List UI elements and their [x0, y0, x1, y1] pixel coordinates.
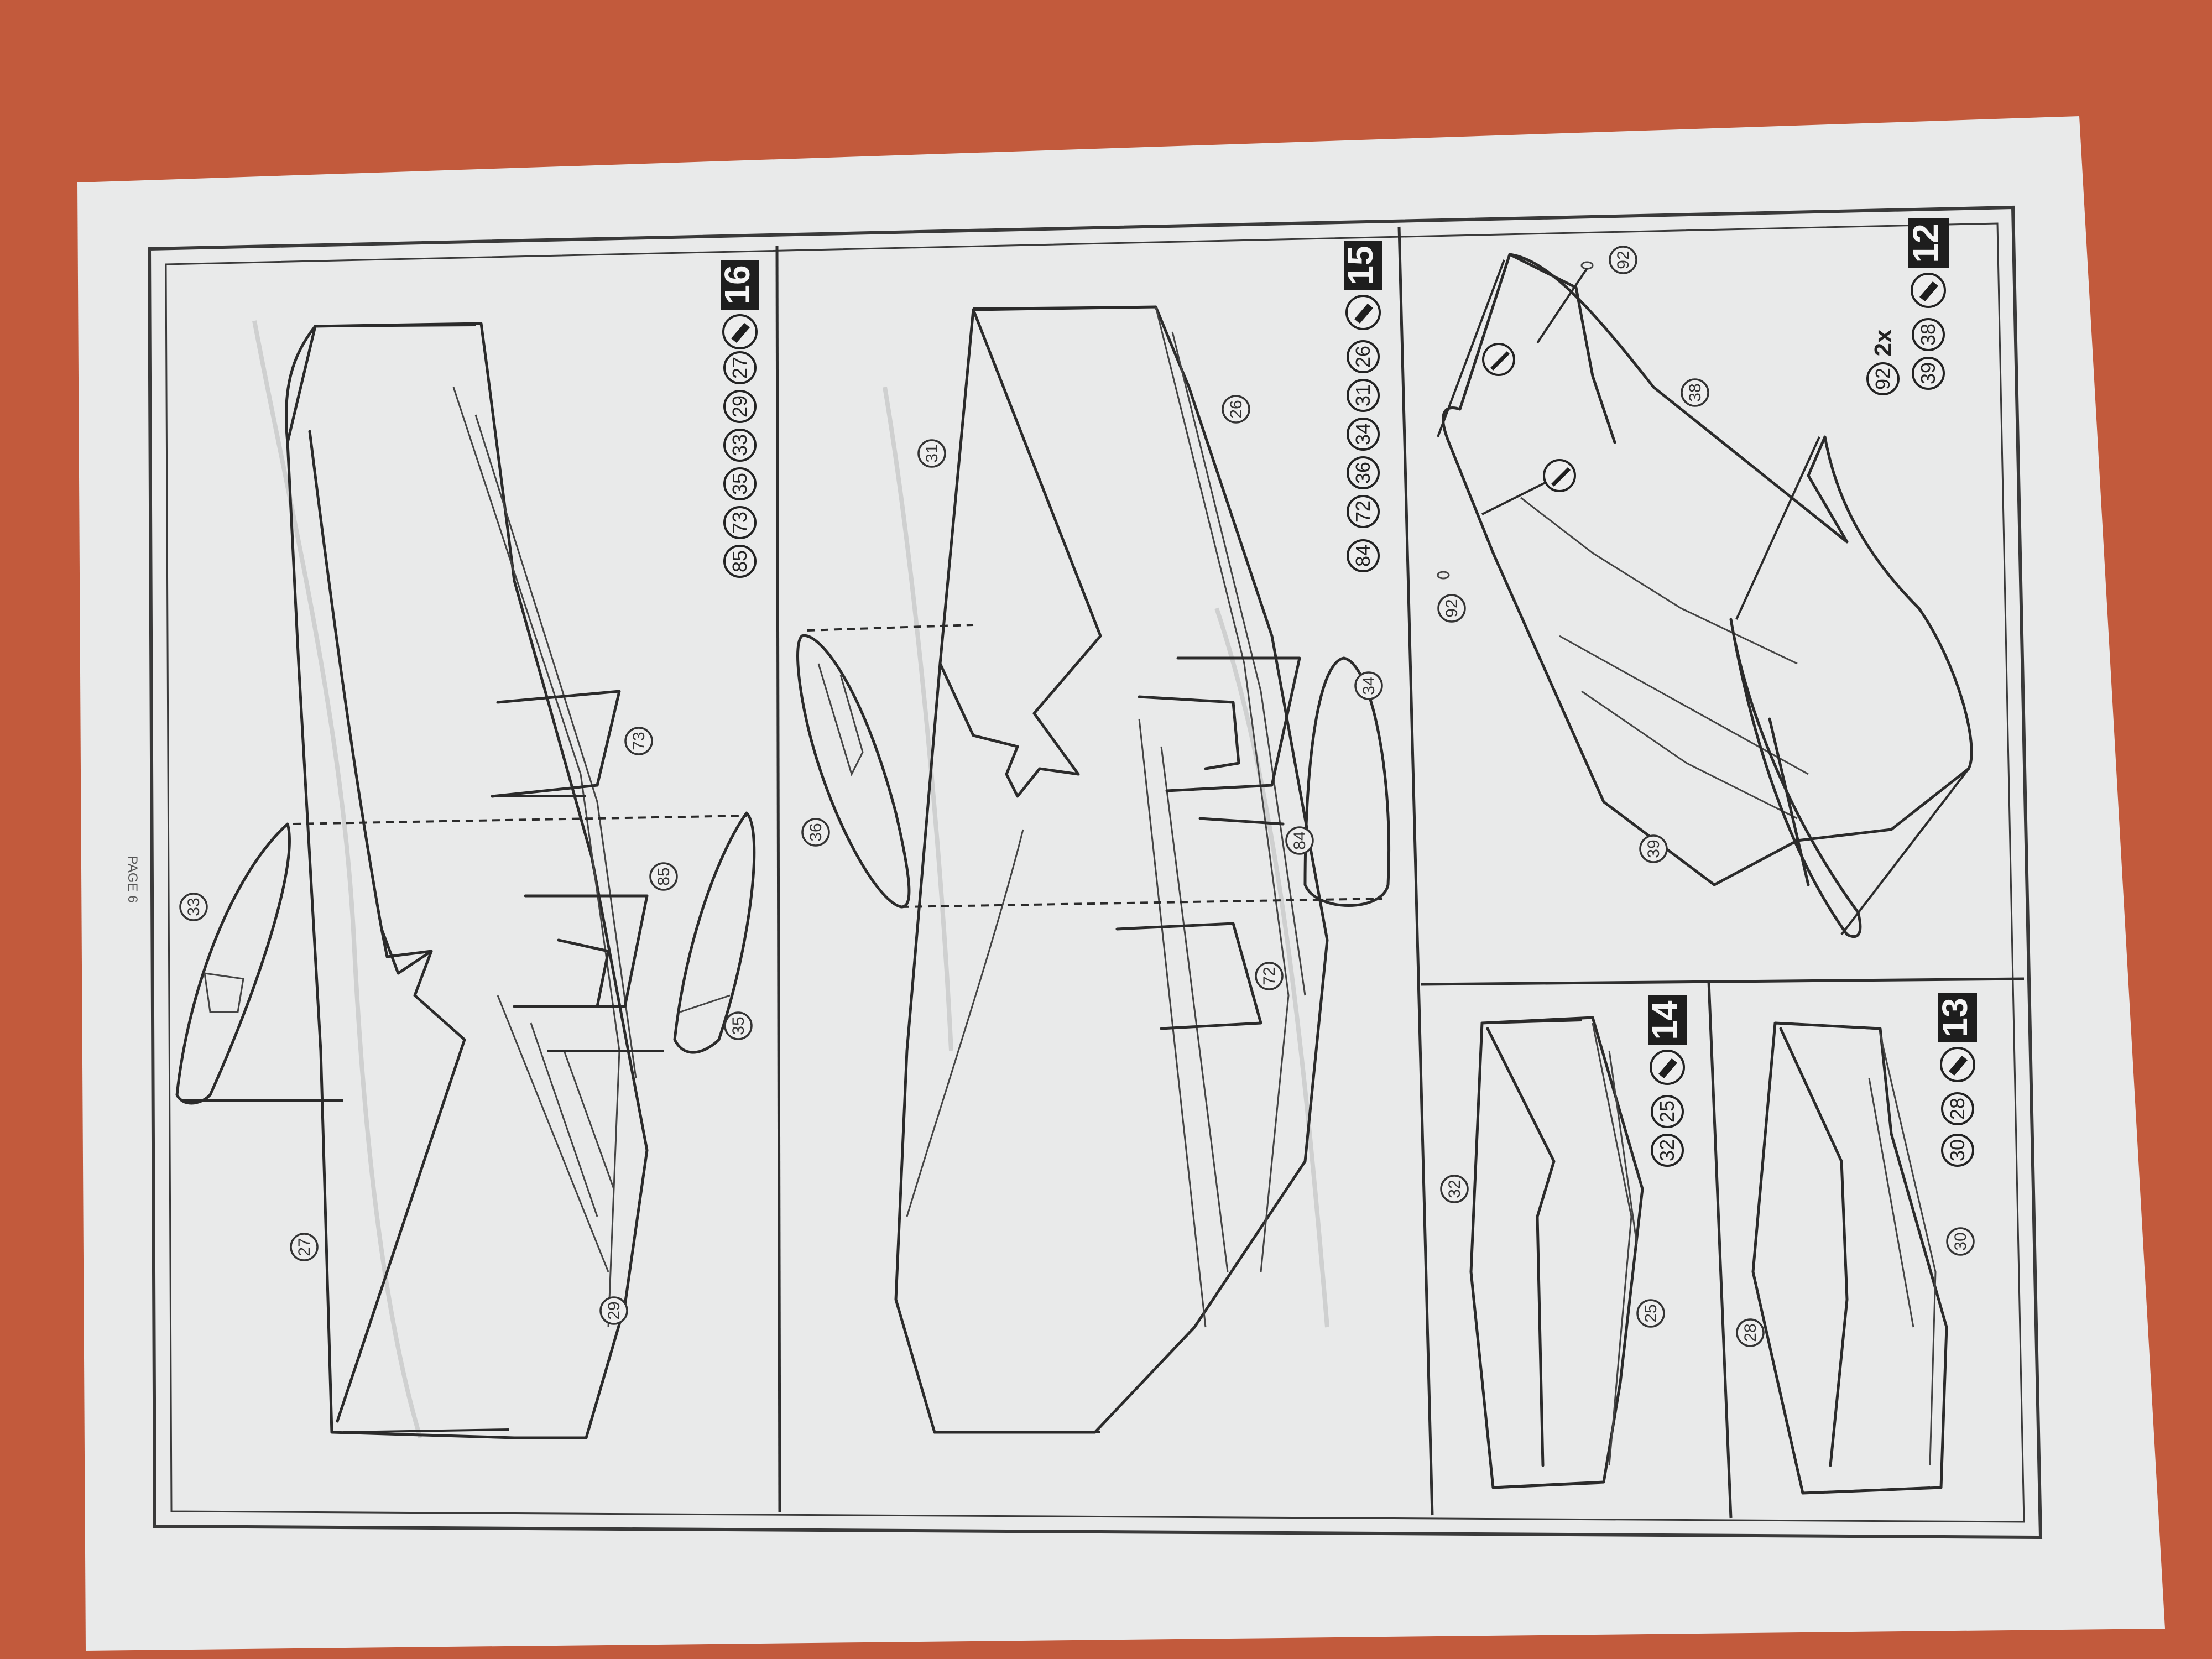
step-16-part-list: 27 29 33 35 73 85	[723, 351, 757, 578]
step-12-number-box	[1908, 218, 1949, 268]
svg-text:85: 85	[728, 550, 751, 572]
svg-text:36: 36	[1352, 462, 1374, 484]
svg-text:30: 30	[1952, 1232, 1970, 1250]
step-15-part-list: 26 31 34 36 72 84	[1347, 340, 1380, 572]
svg-text:27: 27	[728, 357, 751, 379]
svg-text:84: 84	[1291, 831, 1309, 849]
svg-text:25: 25	[1656, 1100, 1678, 1123]
svg-text:72: 72	[1260, 967, 1279, 985]
glue-tube-icon	[1354, 304, 1373, 324]
svg-text:92: 92	[1443, 599, 1461, 617]
step-13-callouts: 30 28	[1736, 1227, 1975, 1347]
step-13-part-list: 28 30	[1941, 1092, 1974, 1167]
svg-text:84: 84	[1352, 545, 1374, 567]
svg-text:28: 28	[1946, 1098, 1969, 1120]
divider-13-14	[1707, 981, 1733, 1519]
step-14-tail-drawing	[1469, 1016, 1644, 1489]
svg-text:29: 29	[605, 1301, 623, 1319]
svg-text:29: 29	[728, 395, 751, 418]
svg-text:32: 32	[1656, 1139, 1678, 1161]
step-16-callouts: 73 85 33 35 27 29	[179, 727, 753, 1325]
step-14-number: 14	[1645, 1000, 1684, 1040]
svg-text:73: 73	[728, 512, 751, 534]
svg-text:31: 31	[1352, 384, 1374, 406]
svg-text:25: 25	[1642, 1304, 1660, 1322]
step-14-part-list: 25 32	[1651, 1095, 1684, 1167]
svg-text:39: 39	[1645, 839, 1663, 858]
step-13-tail-drawing	[1751, 1021, 1948, 1495]
svg-text:31: 31	[923, 444, 941, 462]
step-15-number-box	[1344, 241, 1383, 290]
step-12-callouts: 38 39 92 92	[1437, 246, 1709, 863]
step-12-fuselage-drawing	[1437, 253, 1973, 938]
step-16-wing-drawing	[175, 322, 756, 1439]
step-14-number-box	[1648, 995, 1687, 1045]
step-15-callouts: 26 31 34 36 72 84	[801, 395, 1383, 990]
step-16: 16 27 29 33 35 73 85	[125, 260, 759, 1439]
step-14: 14 25 32 32 25	[1440, 995, 1687, 1489]
svg-text:36: 36	[807, 823, 825, 841]
glue-tube-icon	[1919, 281, 1938, 301]
svg-text:39: 39	[1917, 362, 1939, 384]
instruction-sheet	[77, 116, 2165, 1651]
step-15: 15 26 31 34 36 72 84	[796, 241, 1391, 1434]
svg-text:34: 34	[1360, 676, 1378, 695]
svg-text:92: 92	[1871, 368, 1894, 390]
step-12-number: 12	[1906, 223, 1945, 263]
svg-text:92: 92	[1614, 251, 1632, 269]
glue-tube-icon	[731, 323, 750, 343]
svg-text:38: 38	[1917, 324, 1939, 346]
svg-text:26: 26	[1352, 346, 1374, 368]
step-12-quantity: 2x	[1870, 329, 1897, 356]
glue-tube-icon	[1658, 1058, 1677, 1078]
step-13: 13 28 30 30 28	[1736, 993, 1977, 1495]
svg-text:35: 35	[729, 1016, 748, 1035]
svg-text:32: 32	[1446, 1180, 1464, 1198]
page-frame-inner	[165, 222, 2025, 1523]
svg-text:33: 33	[185, 898, 203, 916]
step-14-callouts: 32 25	[1440, 1175, 1665, 1328]
svg-text:33: 33	[728, 434, 751, 456]
step-16-number: 16	[717, 265, 757, 304]
svg-text:35: 35	[728, 473, 751, 495]
svg-text:38: 38	[1686, 383, 1704, 401]
step-13-number-box	[1938, 993, 1977, 1042]
step-12: 12 38 39 2x 92	[1437, 218, 1973, 938]
page-label: PAGE 6	[125, 856, 140, 903]
step-12-part-list: 38 39 2x 92	[1866, 318, 1945, 395]
step-16-number-box	[721, 260, 759, 310]
step-15-number: 15	[1340, 246, 1380, 285]
svg-text:72: 72	[1352, 500, 1374, 523]
divider-15-12	[1397, 226, 1434, 1516]
step-13-number: 13	[1935, 998, 1975, 1037]
glue-tube-icon	[1949, 1056, 1968, 1076]
svg-text:27: 27	[295, 1238, 314, 1256]
svg-text:26: 26	[1227, 400, 1245, 418]
svg-text:34: 34	[1352, 423, 1374, 445]
page-frame	[147, 205, 2043, 1540]
svg-text:30: 30	[1946, 1139, 1969, 1161]
divider-12-13	[1421, 977, 2025, 986]
svg-text:28: 28	[1741, 1323, 1760, 1342]
divider-16-15	[775, 246, 781, 1513]
svg-text:85: 85	[655, 867, 673, 885]
svg-text:73: 73	[630, 732, 648, 750]
